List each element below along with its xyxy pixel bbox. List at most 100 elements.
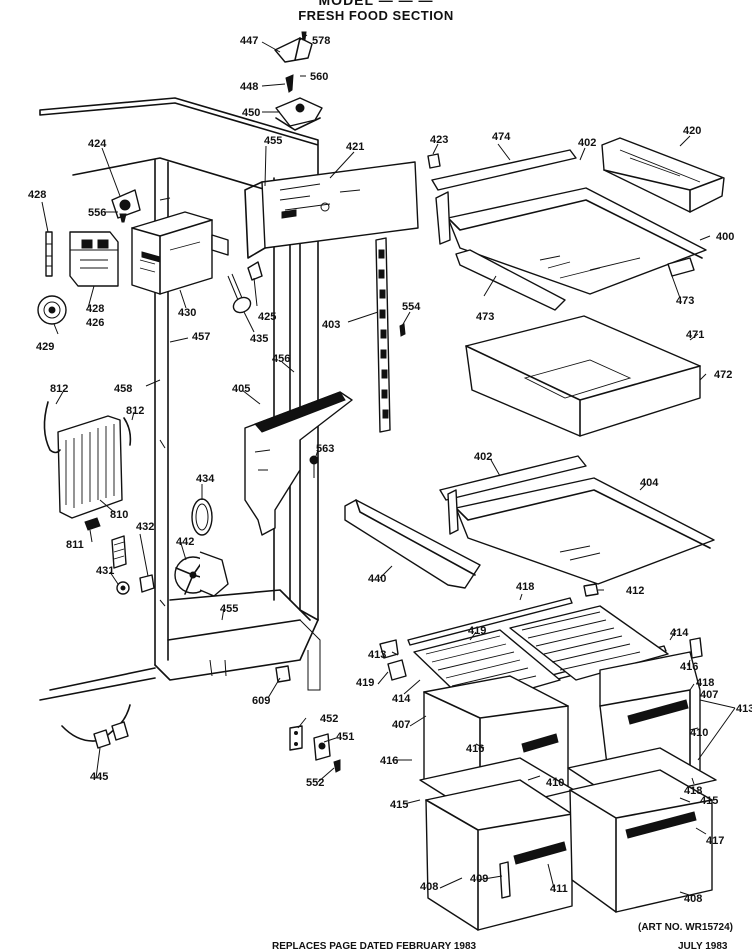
part-403-shelf-rail xyxy=(375,237,391,433)
label-451: 451 xyxy=(336,731,354,743)
part-404-shelf xyxy=(447,477,715,585)
label-811: 811 xyxy=(66,539,84,551)
label-455-bottom: 455 xyxy=(220,603,238,615)
label-430: 430 xyxy=(178,307,196,319)
label-408-right: 408 xyxy=(684,893,702,905)
part-471-crisper-pan xyxy=(465,315,701,437)
replaces-note: REPLACES PAGE DATED FEBRUARY 1983 xyxy=(272,941,477,952)
label-609: 609 xyxy=(252,695,270,707)
label-473-left: 473 xyxy=(476,311,494,323)
label-420: 420 xyxy=(683,125,701,137)
label-552: 552 xyxy=(306,777,324,789)
part-408-drawer-left xyxy=(425,779,573,931)
part-414-cover-right xyxy=(509,605,669,681)
part-421-control-panel xyxy=(244,161,419,259)
part-473-rail xyxy=(455,249,695,311)
date-note: JULY 1983 xyxy=(678,941,728,952)
label-416-left: 416 xyxy=(380,755,398,767)
label-428-bottom: 428 xyxy=(86,303,104,315)
label-471: 471 xyxy=(686,329,704,341)
label-442: 442 xyxy=(176,536,194,548)
label-452: 452 xyxy=(320,713,338,725)
label-434: 434 xyxy=(196,473,215,485)
label-412: 412 xyxy=(626,585,644,597)
label-413-left: 413 xyxy=(368,649,386,661)
part-432-spacer xyxy=(111,535,127,569)
part-440-trim xyxy=(344,499,481,589)
label-431: 431 xyxy=(96,565,114,577)
label-560: 560 xyxy=(310,71,328,83)
part-430-control-housing xyxy=(131,211,229,295)
part-552-screw xyxy=(333,759,341,773)
part-425-bulb xyxy=(247,261,263,281)
label-402-top: 402 xyxy=(578,137,596,149)
part-426-switch xyxy=(69,231,119,287)
label-417: 417 xyxy=(706,835,724,847)
label-419-top: 419 xyxy=(468,625,486,637)
label-445: 445 xyxy=(90,771,108,783)
part-556-screw xyxy=(119,213,127,223)
part-labels: 447 578 448 560 450 424 455 421 423 474 … xyxy=(28,35,752,905)
label-411: 411 xyxy=(550,883,568,895)
label-403: 403 xyxy=(322,319,340,331)
label-414-left: 414 xyxy=(392,693,411,705)
part-434-lens xyxy=(191,498,213,536)
label-435: 435 xyxy=(250,333,268,345)
label-413-right: 413 xyxy=(736,703,752,715)
part-405-bracket xyxy=(244,391,353,536)
label-578: 578 xyxy=(312,35,330,47)
part-451-hinge xyxy=(313,733,331,761)
part-432-cap xyxy=(139,574,155,593)
part-450-bracket xyxy=(275,97,323,131)
part-400-shelf xyxy=(435,187,707,295)
part-811-clip xyxy=(84,517,101,531)
label-418-top: 418 xyxy=(516,581,534,593)
art-number: (ART NO. WR15724) xyxy=(638,922,734,933)
label-415-left: 415 xyxy=(390,799,408,811)
part-447-cap xyxy=(274,37,313,63)
label-408-left: 408 xyxy=(420,881,438,893)
part-560-screw xyxy=(285,74,294,93)
part-609-clip xyxy=(275,665,291,683)
label-812-right: 812 xyxy=(126,405,144,417)
label-409: 409 xyxy=(470,873,488,885)
label-404: 404 xyxy=(640,477,659,489)
label-554: 554 xyxy=(402,301,421,313)
part-445-cord xyxy=(61,704,131,749)
model-title: MODEL — — — xyxy=(318,0,434,8)
label-812-left: 812 xyxy=(50,383,68,395)
part-812-wire xyxy=(43,401,132,454)
label-416-right: 416 xyxy=(680,661,698,673)
part-408-drawer-right xyxy=(569,769,713,913)
label-405: 405 xyxy=(232,383,250,395)
label-400: 400 xyxy=(716,231,734,243)
section-title: FRESH FOOD SECTION xyxy=(298,8,454,23)
label-423: 423 xyxy=(430,134,448,146)
label-410-right: 410 xyxy=(690,727,708,739)
label-457: 457 xyxy=(192,331,210,343)
label-432: 432 xyxy=(136,521,154,533)
label-416-mid: 416 xyxy=(466,743,484,755)
label-563: 563 xyxy=(316,443,334,455)
label-810: 810 xyxy=(110,509,128,521)
part-431-plug xyxy=(116,581,130,595)
label-456: 456 xyxy=(272,353,290,365)
part-442-fan xyxy=(174,551,229,597)
label-556: 556 xyxy=(88,207,106,219)
label-418-mid: 418 xyxy=(696,677,714,689)
part-452-plate xyxy=(289,725,303,751)
part-435-bulb xyxy=(227,273,252,314)
part-474-shelf-trim xyxy=(431,149,577,191)
leader-lines xyxy=(41,34,736,897)
part-402-shelf-trim xyxy=(439,455,587,501)
part-419-trim xyxy=(387,659,407,681)
label-455-top: 455 xyxy=(264,135,282,147)
label-447: 447 xyxy=(240,35,258,47)
label-415-right: 415 xyxy=(700,795,718,807)
label-428-top: 428 xyxy=(28,189,46,201)
label-440: 440 xyxy=(368,573,386,585)
label-450: 450 xyxy=(242,107,260,119)
label-426: 426 xyxy=(86,317,104,329)
part-428-clip xyxy=(45,231,53,277)
